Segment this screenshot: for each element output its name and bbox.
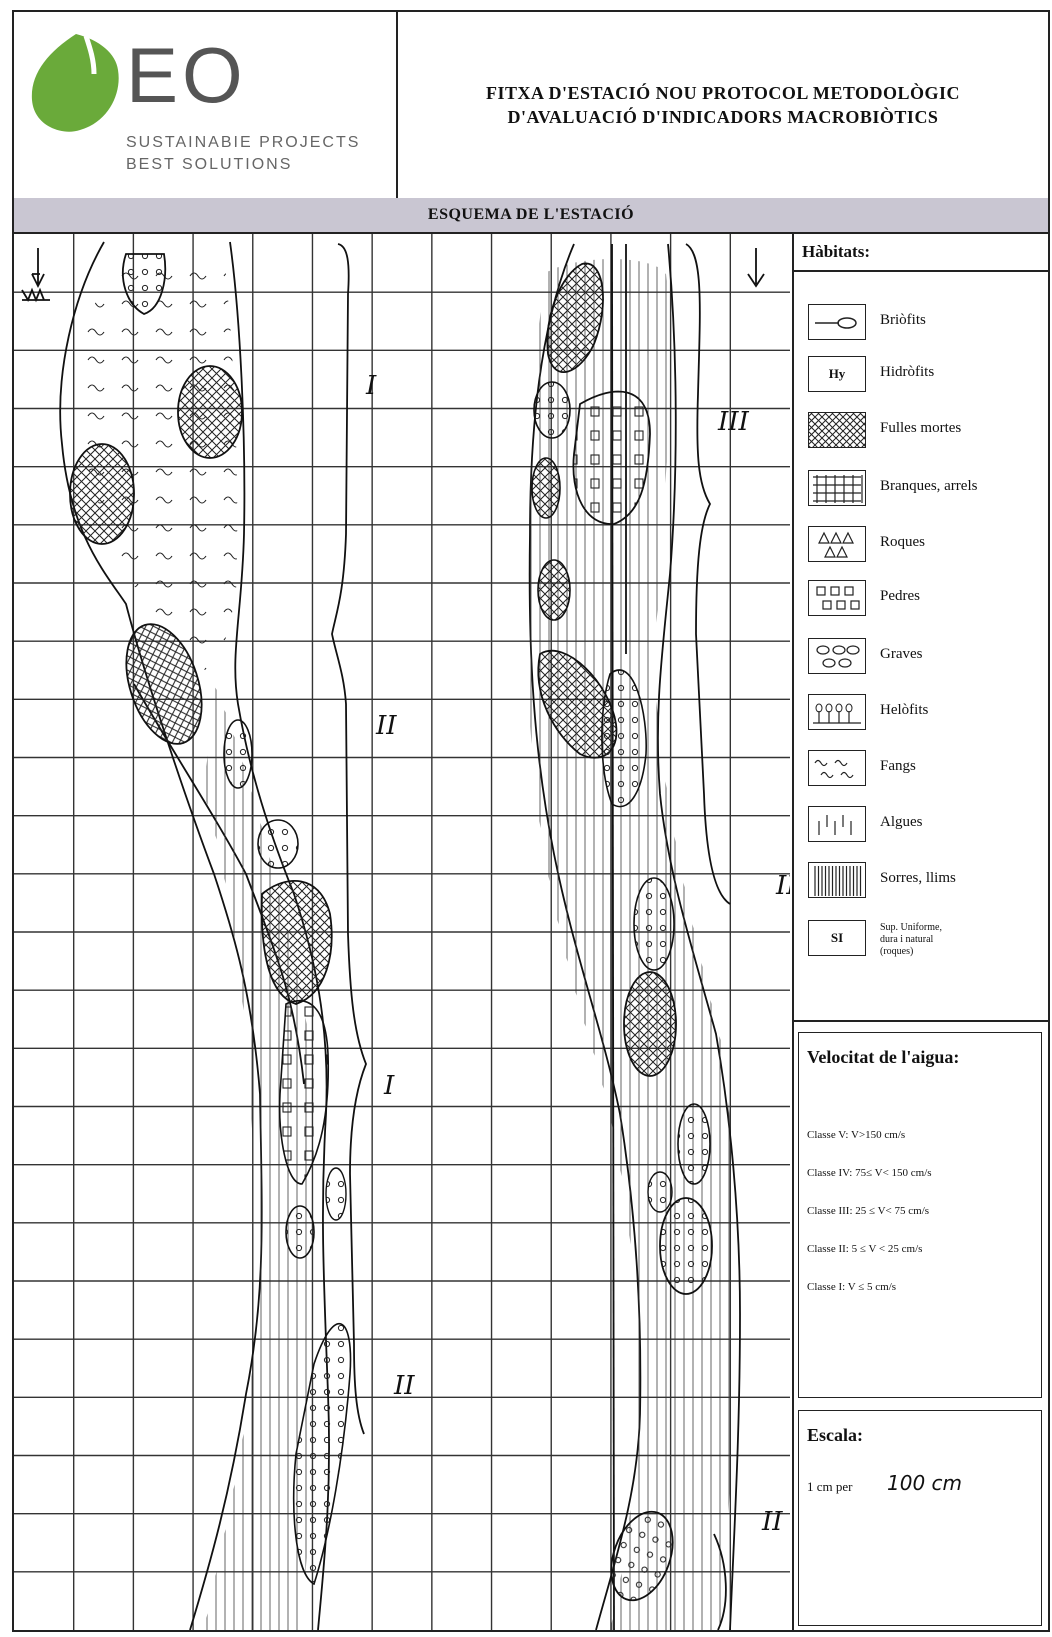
- habitat-symbol-icon: [808, 526, 866, 562]
- title-line-2: D'AVALUACIÓ D'INDICADORS MACROBIÒTICS: [508, 105, 939, 129]
- logo-tagline-1: SUSTAINABIE PROJECTS: [126, 134, 360, 152]
- habitat-item: Fulles mortes: [808, 412, 1042, 452]
- habitat-symbol-icon: [808, 694, 866, 730]
- section-divider: [794, 1020, 1048, 1022]
- bracket-line: [332, 244, 366, 1434]
- title-line-1: FITXA D'ESTACIÓ NOU PROTOCOL METODOLÒGIC: [486, 81, 960, 105]
- habitat-label: Fangs: [880, 758, 916, 775]
- scale-box: Escala: 1 cm per 100 cm: [798, 1410, 1042, 1626]
- dead-leaves-patch: [178, 366, 242, 458]
- habitat-symbol-icon: [808, 638, 866, 674]
- logo-tagline-2: BEST SOLUTIONS: [126, 156, 292, 174]
- stones-patch: [280, 1001, 329, 1184]
- dead-leaves-patch: [538, 560, 570, 620]
- station-sheet: EO SUSTAINABIE PROJECTS BEST SOLUTIONS F…: [12, 10, 1050, 1632]
- habitat-label: Fulles mortes: [880, 420, 961, 437]
- section-annotation: II: [775, 871, 790, 901]
- scale-value: 100 cm: [887, 1471, 962, 1495]
- dead-leaves-patch: [532, 458, 560, 518]
- habitat-item: Algues: [808, 806, 1042, 846]
- habitat-label: Graves: [880, 646, 922, 663]
- habitats-divider: [794, 270, 1048, 272]
- habitat-label: Hidròfits: [880, 364, 934, 381]
- habitat-label: Sup. Uniforme, dura i natural (roques): [880, 922, 960, 958]
- gravel-patch: [224, 720, 252, 788]
- habitat-symbol-icon: [808, 304, 866, 340]
- leaf-logo-icon: [28, 30, 124, 136]
- habitat-item: Roques: [808, 526, 1042, 566]
- habitat-label: Branques, arrels: [880, 478, 977, 495]
- gravel-patch: [534, 382, 570, 438]
- scale-title: Escala:: [807, 1425, 863, 1446]
- habitat-item: Hy Hidròfits: [808, 356, 1042, 396]
- section-annotation: I: [383, 1071, 395, 1101]
- station-sketch-area: IIIIIIIIIIIII: [14, 234, 790, 1630]
- section-annotation: II: [375, 711, 397, 741]
- habitat-item: Graves: [808, 638, 1042, 678]
- section-band: ESQUEMA DE L'ESTACIÓ: [14, 198, 1048, 234]
- flow-arrow-icon: [32, 248, 44, 286]
- habitat-item: Briòfits: [808, 304, 1042, 344]
- section-annotation: II: [761, 1507, 783, 1537]
- habitat-symbol-icon: [808, 412, 866, 448]
- habitat-item: Fangs: [808, 750, 1042, 790]
- gravel-patch: [678, 1104, 710, 1184]
- section-annotation: I: [365, 371, 377, 401]
- bracket-line: [686, 244, 730, 904]
- habitat-label: Sorres, llims: [880, 870, 956, 887]
- gravel-patch: [660, 1198, 712, 1294]
- habitat-label: Roques: [880, 534, 925, 551]
- habitat-label: Helòfits: [880, 702, 928, 719]
- scale-label: 1 cm per: [807, 1479, 852, 1495]
- section-annotation: II: [393, 1371, 415, 1401]
- gravel-patch: [634, 878, 674, 970]
- gravel-patch: [326, 1168, 346, 1220]
- velocity-class: Classe III: 25 ≤ V< 75 cm/s: [807, 1205, 929, 1217]
- habitat-item: Sorres, llims: [808, 862, 1042, 902]
- habitat-label: Briòfits: [880, 312, 926, 329]
- section-annotation: III: [717, 407, 750, 437]
- gravel-patch: [286, 1206, 314, 1258]
- velocity-class: Classe V: V>150 cm/s: [807, 1129, 905, 1141]
- velocity-class: Classe II: 5 ≤ V < 25 cm/s: [807, 1243, 922, 1255]
- header: EO SUSTAINABIE PROJECTS BEST SOLUTIONS F…: [14, 12, 1048, 200]
- velocity-title: Velocitat de l'aigua:: [807, 1047, 959, 1068]
- gravel-patch: [648, 1172, 672, 1212]
- habitat-symbol-icon: [808, 470, 866, 506]
- flow-arrow-icon: [748, 248, 764, 286]
- document-title: FITXA D'ESTACIÓ NOU PROTOCOL METODOLÒGIC…: [398, 12, 1048, 198]
- logo-mark: EO: [126, 36, 247, 114]
- gravel-patch: [258, 820, 298, 868]
- habitat-symbol-icon: SI: [808, 920, 866, 956]
- habitat-item: Branques, arrels: [808, 470, 1042, 510]
- habitat-label: Algues: [880, 814, 923, 831]
- dead-leaves-patch: [624, 972, 676, 1076]
- habitat-symbol-icon: [808, 862, 866, 898]
- velocity-class: Classe I: V ≤ 5 cm/s: [807, 1281, 896, 1293]
- habitat-symbol-icon: [808, 750, 866, 786]
- velocity-class: Classe IV: 75≤ V< 150 cm/s: [807, 1167, 932, 1179]
- habitat-item: Pedres: [808, 580, 1042, 620]
- habitats-title: Hàbitats:: [802, 242, 870, 262]
- habitat-label: Pedres: [880, 588, 920, 605]
- dead-leaves-patch: [70, 444, 134, 544]
- habitat-item: SI Sup. Uniforme, dura i natural (roques): [808, 920, 1042, 960]
- habitat-symbol-icon: [808, 806, 866, 842]
- sketch-grid: IIIIIIIIIIIII: [14, 234, 790, 1630]
- habitat-symbol-icon: Hy: [808, 356, 866, 392]
- logo: EO SUSTAINABIE PROJECTS BEST SOLUTIONS: [14, 12, 398, 198]
- habitat-symbol-icon: [808, 580, 866, 616]
- habitat-item: Helòfits: [808, 694, 1042, 734]
- velocity-box: Velocitat de l'aigua: Classe V: V>150 cm…: [798, 1032, 1042, 1398]
